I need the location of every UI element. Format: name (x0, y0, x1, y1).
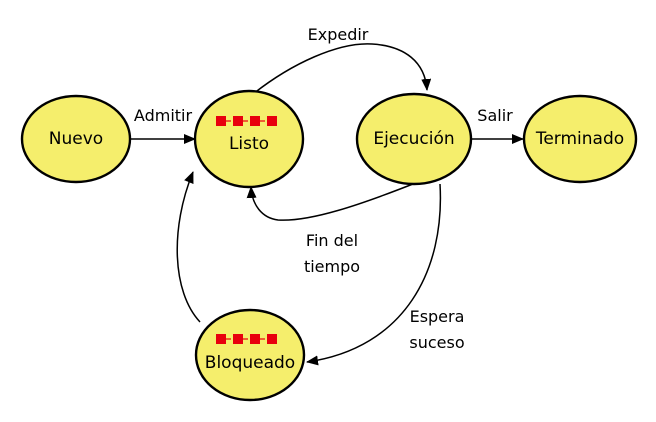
edge-salir: Salir (472, 106, 524, 144)
node-terminado: Terminado (522, 94, 638, 184)
node-listo-label: Listo (229, 134, 269, 154)
edge-expedir-label: Expedir (308, 25, 369, 44)
node-listo: Listo (193, 89, 305, 189)
queue-item (267, 116, 277, 126)
node-listo-shape (193, 89, 305, 189)
edge-salir-label: Salir (477, 106, 513, 125)
edge-expedir: Expedir (247, 25, 432, 99)
edge-desbloqueo-arrow (176, 171, 201, 323)
queue-item (216, 116, 226, 126)
node-bloqueado-label: Bloqueado (205, 353, 295, 373)
node-ejecucion-label: Ejecución (373, 129, 454, 149)
node-bloqueado: Bloqueado (194, 308, 306, 402)
edge-fin-tiempo-label-2: tiempo (304, 257, 360, 276)
queue-item (216, 334, 226, 344)
node-nuevo-label: Nuevo (49, 129, 103, 149)
node-nuevo-shape (20, 94, 132, 184)
edge-espera-label-1: Espera (410, 307, 465, 326)
node-ejecucion: Ejecución (355, 92, 473, 186)
edge-espera: Espera suceso (306, 183, 465, 366)
node-terminado-label: Terminado (535, 129, 624, 149)
node-terminado-shape (522, 94, 638, 184)
edge-admitir-label: Admitir (134, 106, 193, 125)
node-nuevo: Nuevo (20, 94, 132, 184)
edge-fin-tiempo-label-1: Fin del (306, 231, 358, 250)
edge-admitir: Admitir (130, 106, 196, 144)
node-bloqueado-queue (216, 334, 277, 344)
node-listo-queue (216, 116, 277, 126)
node-bloqueado-shape (194, 308, 306, 402)
queue-item (233, 334, 243, 344)
edge-expedir-arrow (247, 43, 432, 99)
edge-fin-tiempo-arrow (246, 181, 419, 221)
edge-espera-arrow (306, 183, 442, 366)
queue-item (250, 116, 260, 126)
edge-espera-label-2: suceso (409, 333, 464, 352)
edge-desbloqueo (176, 171, 201, 323)
queue-item (267, 334, 277, 344)
edge-fin-tiempo: Fin del tiempo (246, 181, 419, 276)
queue-item (233, 116, 243, 126)
queue-item (250, 334, 260, 344)
node-ejecucion-shape (355, 92, 473, 186)
